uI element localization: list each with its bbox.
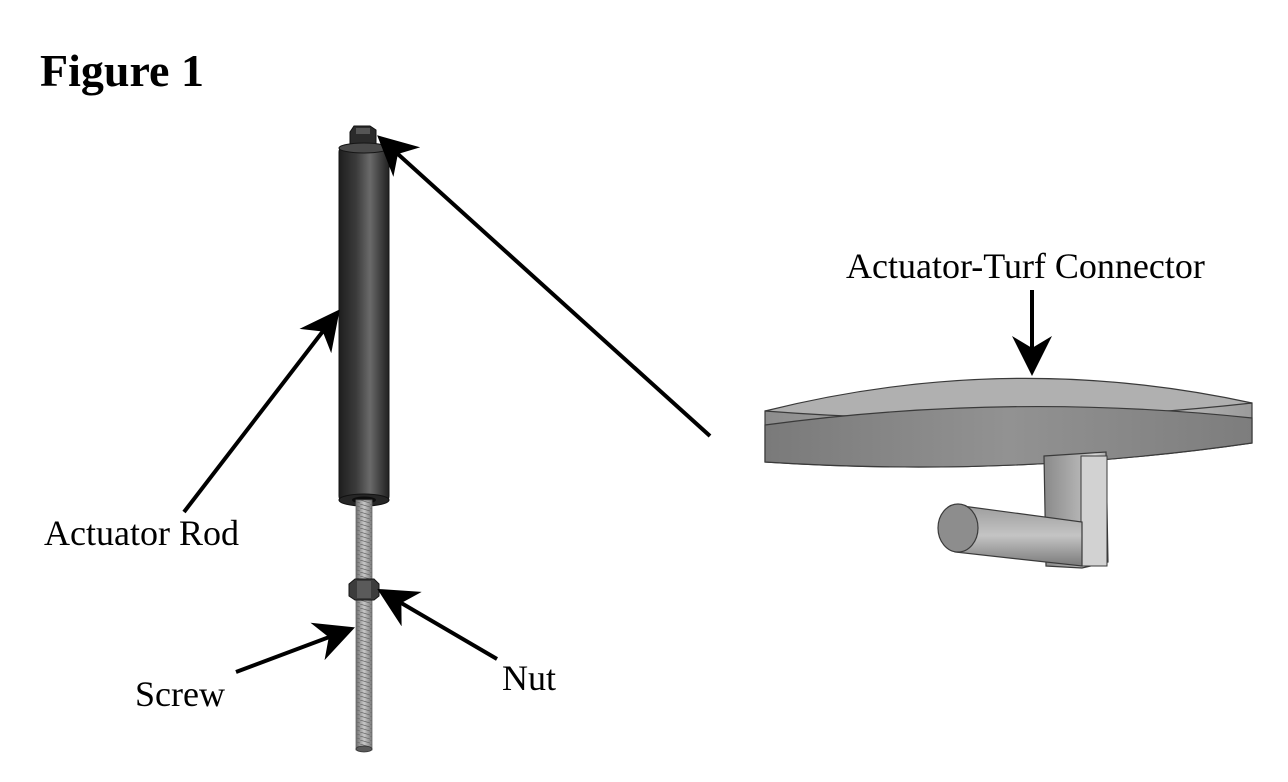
figure-title: Figure 1 bbox=[40, 45, 204, 96]
actuator-turf-connector-illustration bbox=[764, 377, 1253, 569]
arrow-screw bbox=[235, 622, 355, 674]
nut-illustration bbox=[348, 578, 380, 601]
label-nut: Nut bbox=[502, 658, 556, 698]
screw-illustration bbox=[355, 499, 373, 753]
arrow-nut bbox=[377, 588, 499, 661]
actuator-rod-illustration bbox=[338, 125, 390, 507]
label-actuator-rod: Actuator Rod bbox=[44, 513, 239, 553]
label-screw: Screw bbox=[135, 674, 225, 714]
label-actuator-turf-connector: Actuator-Turf Connector bbox=[846, 246, 1205, 286]
arrow-actuator-rod bbox=[182, 309, 340, 514]
arrow-connector-to-rod-top bbox=[377, 135, 712, 438]
annotation-arrows bbox=[182, 135, 1052, 674]
